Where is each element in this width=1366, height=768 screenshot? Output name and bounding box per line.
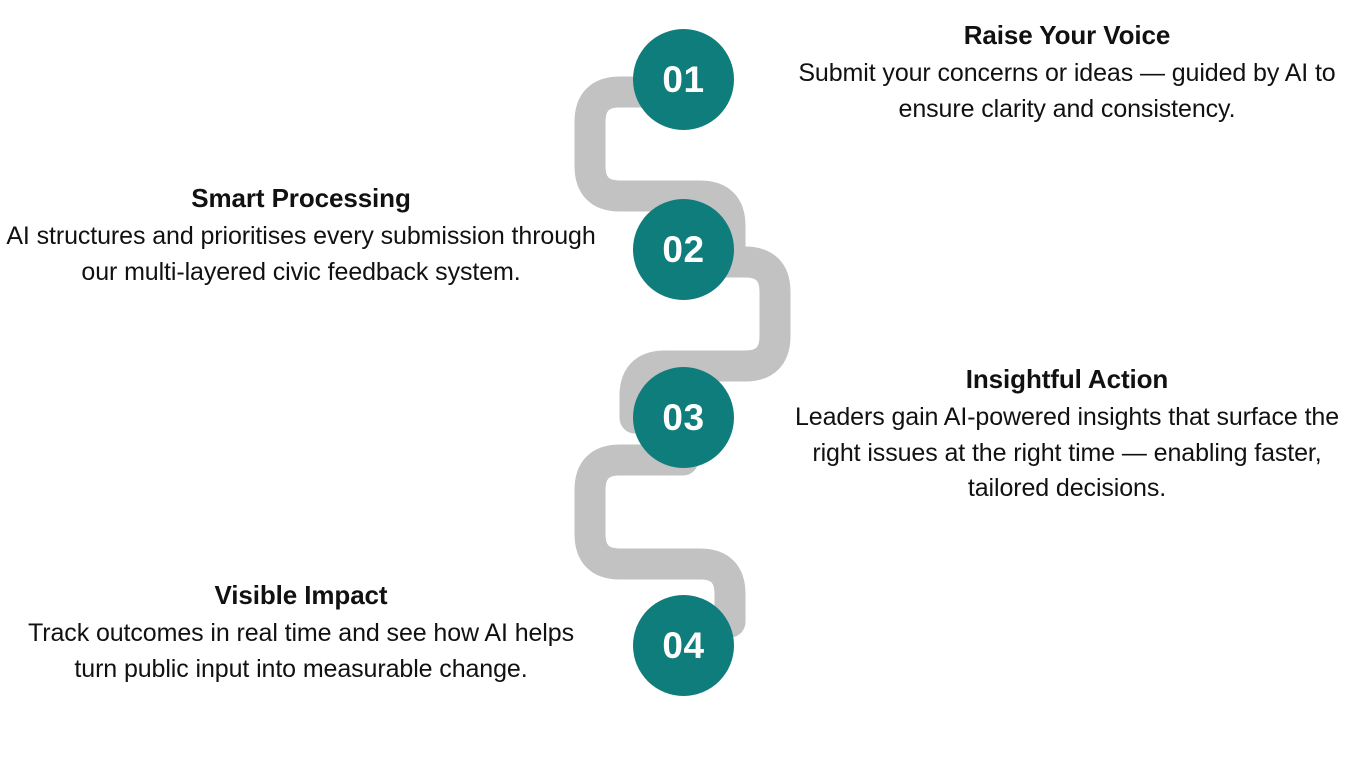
step-text-block-02: Smart Processing AI structures and prior… — [4, 183, 598, 290]
step-text-block-03: Insightful Action Leaders gain AI-powere… — [778, 364, 1356, 507]
timeline-node-02[interactable]: 02 — [633, 199, 734, 300]
step-title-02: Smart Processing — [191, 183, 411, 213]
timeline-node-04[interactable]: 04 — [633, 595, 734, 696]
step-title-01: Raise Your Voice — [963, 20, 1171, 50]
node-number-01: 01 — [662, 59, 705, 100]
timeline-node-03[interactable]: 03 — [633, 367, 734, 468]
step-title-03: Insightful Action — [965, 364, 1169, 394]
step-text-block-04: Visible Impact Track outcomes in real ti… — [4, 580, 598, 687]
step-body-02: AI structures and prioritises every subm… — [6, 222, 596, 286]
connector-segment-03-04 — [574, 444, 746, 638]
timeline-node-01[interactable]: 01 — [633, 29, 734, 130]
node-number-02: 02 — [662, 229, 705, 270]
node-number-04: 04 — [662, 625, 705, 666]
step-body-01: Submit your concerns or ideas — guided b… — [798, 59, 1336, 123]
step-body-03: Leaders gain AI-powered insights that su… — [794, 403, 1340, 503]
step-text-block-01: Raise Your Voice Submit your concerns or… — [778, 20, 1356, 127]
node-number-03: 03 — [662, 397, 705, 438]
step-title-04: Visible Impact — [214, 580, 388, 610]
step-body-04: Track outcomes in real time and see how … — [28, 619, 574, 683]
